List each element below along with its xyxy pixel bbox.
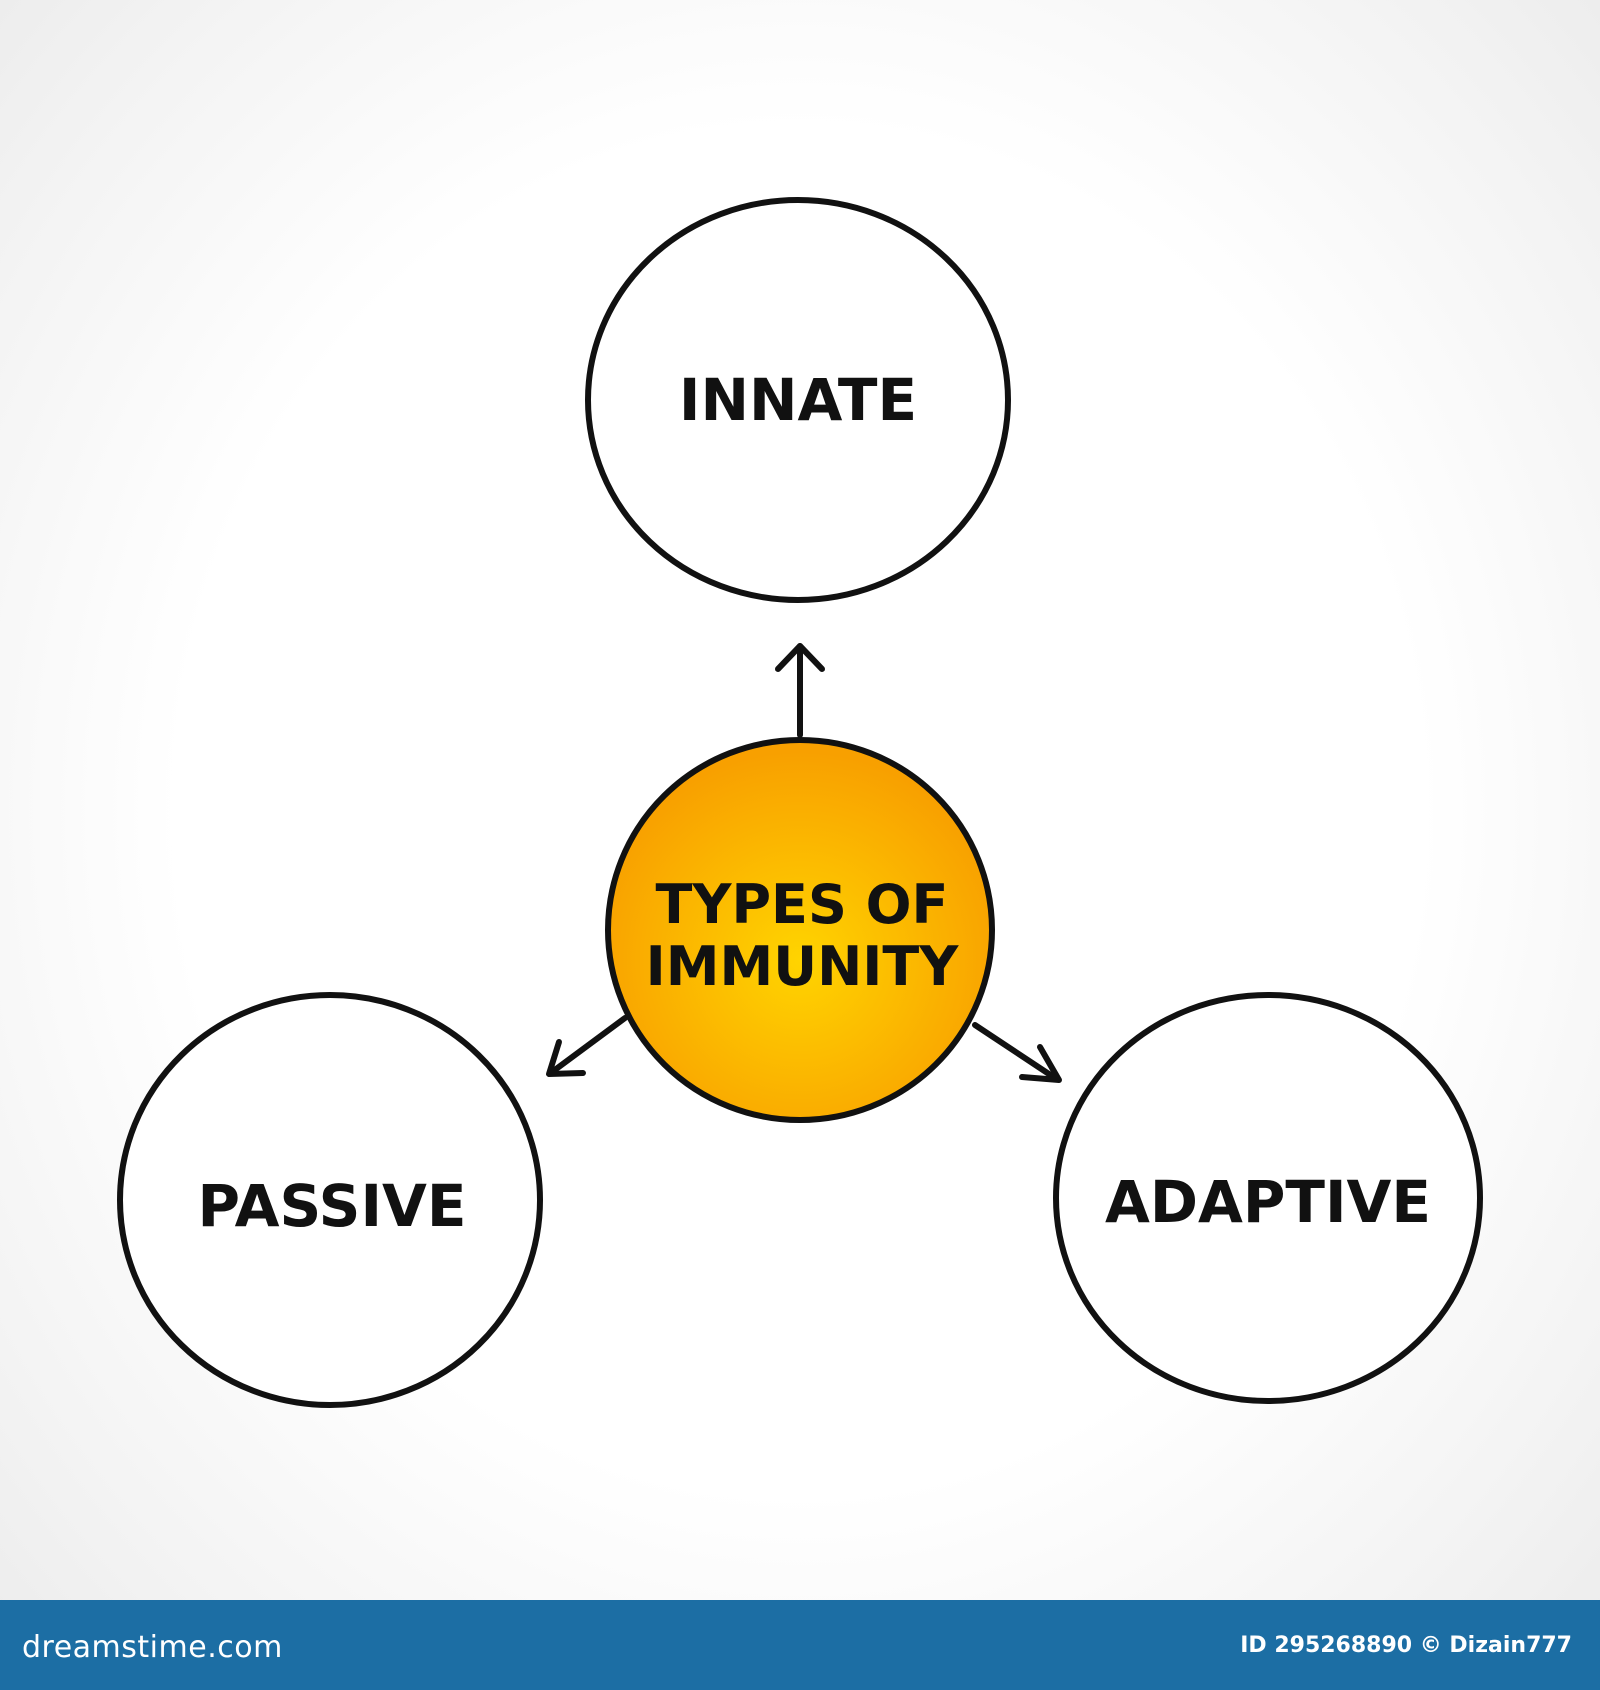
arrow-head-adaptive xyxy=(1019,1044,1062,1083)
connector-arrows xyxy=(546,643,1062,1083)
node-adaptive: ADAPTIVE xyxy=(1053,992,1483,1404)
mind-map: INNATE PASSIVE ADAPTIVE TYPES OF IMMUNIT… xyxy=(117,197,1483,1408)
node-adaptive-label: ADAPTIVE xyxy=(1105,1168,1431,1236)
arrow-to-passive xyxy=(549,1015,628,1075)
watermark-footer-bar: dreamstime.com ID 295268890 © Dizain777 xyxy=(0,1600,1600,1690)
node-innate-label: INNATE xyxy=(679,366,917,434)
dreamstime-logo[interactable]: dreamstime.com xyxy=(22,1630,283,1665)
center-node-label-line-2: IMMUNITY xyxy=(646,935,960,998)
center-node: TYPES OF IMMUNITY xyxy=(605,737,995,1123)
arrow-head-passive xyxy=(546,1039,586,1077)
image-id-credit: ID 295268890 © Dizain777 xyxy=(1240,1633,1572,1658)
center-node-label-line-1: TYPES OF xyxy=(656,873,949,936)
arrow-head-innate xyxy=(775,643,825,672)
node-passive-label: PASSIVE xyxy=(197,1172,466,1240)
node-passive-circle xyxy=(117,992,543,1408)
node-adaptive-circle xyxy=(1053,992,1483,1404)
center-node-circle xyxy=(605,737,995,1123)
node-innate: INNATE xyxy=(585,197,1011,603)
node-innate-circle xyxy=(585,197,1011,603)
node-passive: PASSIVE xyxy=(117,992,543,1408)
arrow-to-adaptive xyxy=(972,1022,1058,1081)
